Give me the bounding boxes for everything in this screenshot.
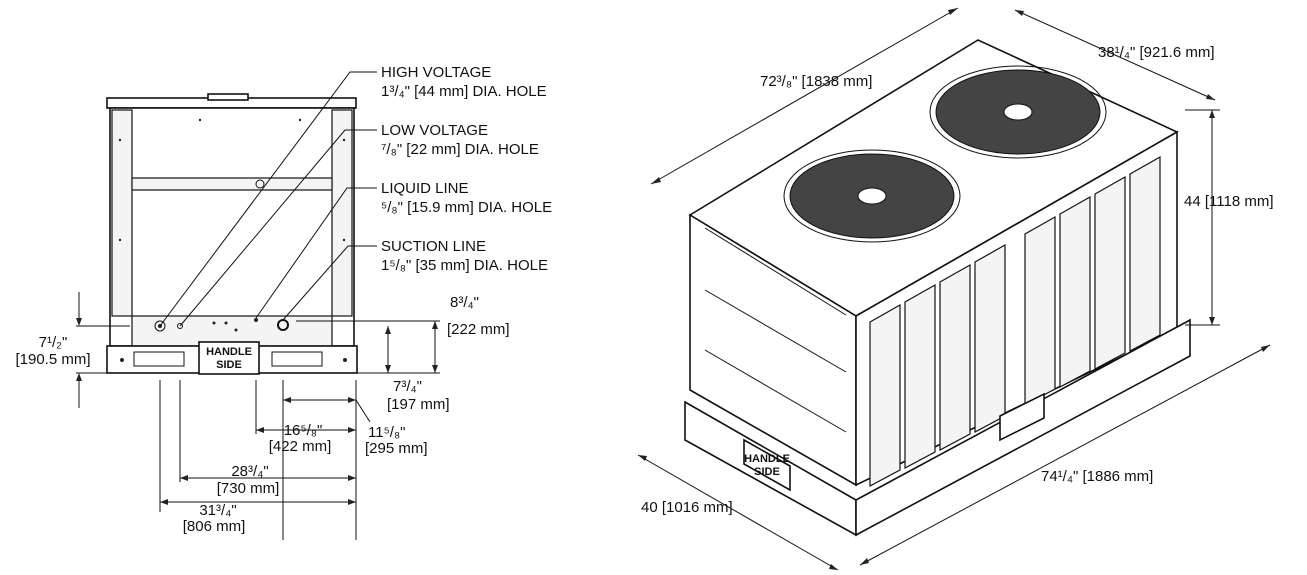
dim-left-height-mm: [190.5 mm] [15,351,90,368]
iso-handle-plate-line1: HANDLE [744,453,790,465]
dim-d1-in: 16⁵/₈" [284,422,323,439]
dim-bottom [159,380,371,540]
iso-dim-width: 38¹/₄" [921.6 mm] [1098,44,1215,61]
callout-suction-line-size: 1⁵/₈" [35 mm] DIA. HOLE [381,257,548,274]
iso-dim-base-length: 74¹/₄" [1886 mm] [1041,468,1153,485]
dim-left-height [76,292,130,408]
callout-suction-line-name: SUCTION LINE [381,238,486,255]
dim-d1-mm: [422 mm] [269,438,332,455]
dim-left-height-in: 7¹/₂" [39,334,68,351]
callout-low-voltage-size: ⁷/₈" [22 mm] DIA. HOLE [381,141,539,158]
iso-dim-length: 72³/₈" [1838 mm] [760,73,872,90]
fan-icon [783,149,961,243]
callout-high-voltage-name: HIGH VOLTAGE [381,64,491,81]
iso-dimensions [637,7,1271,571]
callout-low-voltage-name: LOW VOLTAGE [381,122,488,139]
front-handle-plate-line1: HANDLE [206,346,252,358]
iso-handle-plate-line2: SIDE [754,466,780,478]
dim-d4-in: 31³/₄" [199,502,236,519]
dim-d3-mm: [730 mm] [217,480,280,497]
iso-dim-height: 44 [1118 mm] [1184,193,1274,210]
dim-right-top-mm: [222 mm] [447,321,510,338]
fan-icon [929,65,1107,159]
dim-d2-in: 11⁵/₈" [368,424,406,441]
dim-right [296,320,440,374]
dim-right-low-mm: [197 mm] [387,396,450,413]
front-view-unit [106,93,358,375]
iso-dim-depth: 40 [1016 mm] [641,499,733,516]
dim-d3-in: 28³/₄" [231,463,268,480]
iso-view-unit [684,39,1191,537]
callout-liquid-line-size: ⁵/₈" [15.9 mm] DIA. HOLE [381,199,552,216]
front-handle-plate-line2: SIDE [216,359,242,371]
dim-d2-mm: [295 mm] [365,440,428,457]
dim-right-top-in: 8³/₄" [450,294,479,311]
callout-high-voltage-size: 1³/₄" [44 mm] DIA. HOLE [381,83,547,100]
dim-right-low-in: 7³/₄" [393,378,422,395]
callout-leaders [159,71,377,327]
iso-louvers [869,155,1161,487]
callout-liquid-line-name: LIQUID LINE [381,180,469,197]
dim-d4-mm: [806 mm] [183,518,246,535]
